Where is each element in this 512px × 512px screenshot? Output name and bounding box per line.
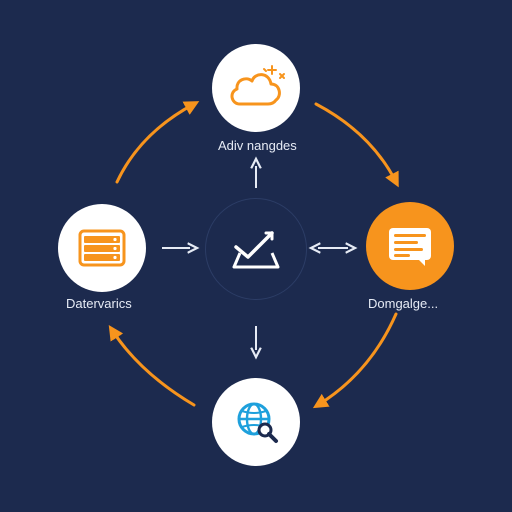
cycle-arc-top-right	[314, 102, 399, 188]
globe-search-icon	[237, 402, 278, 443]
node-label-left: Datervarics	[66, 296, 132, 311]
node-label-top: Adiv nangdes	[218, 138, 297, 153]
node-globe-search	[212, 378, 300, 466]
cycle-arc-bottom-left	[108, 324, 196, 407]
node-label-right: Domgalge...	[368, 296, 439, 311]
node-database	[58, 204, 146, 292]
cycle-arc-left-top	[115, 101, 200, 184]
document-list-icon	[389, 228, 431, 266]
checkmark-tray-icon	[232, 231, 280, 269]
node-document	[366, 202, 454, 290]
node-cloud	[212, 44, 300, 132]
database-icon	[78, 229, 126, 267]
cycle-arc-right-bottom	[312, 312, 398, 409]
cloud-icon	[230, 65, 285, 106]
node-center-hub	[205, 198, 307, 300]
